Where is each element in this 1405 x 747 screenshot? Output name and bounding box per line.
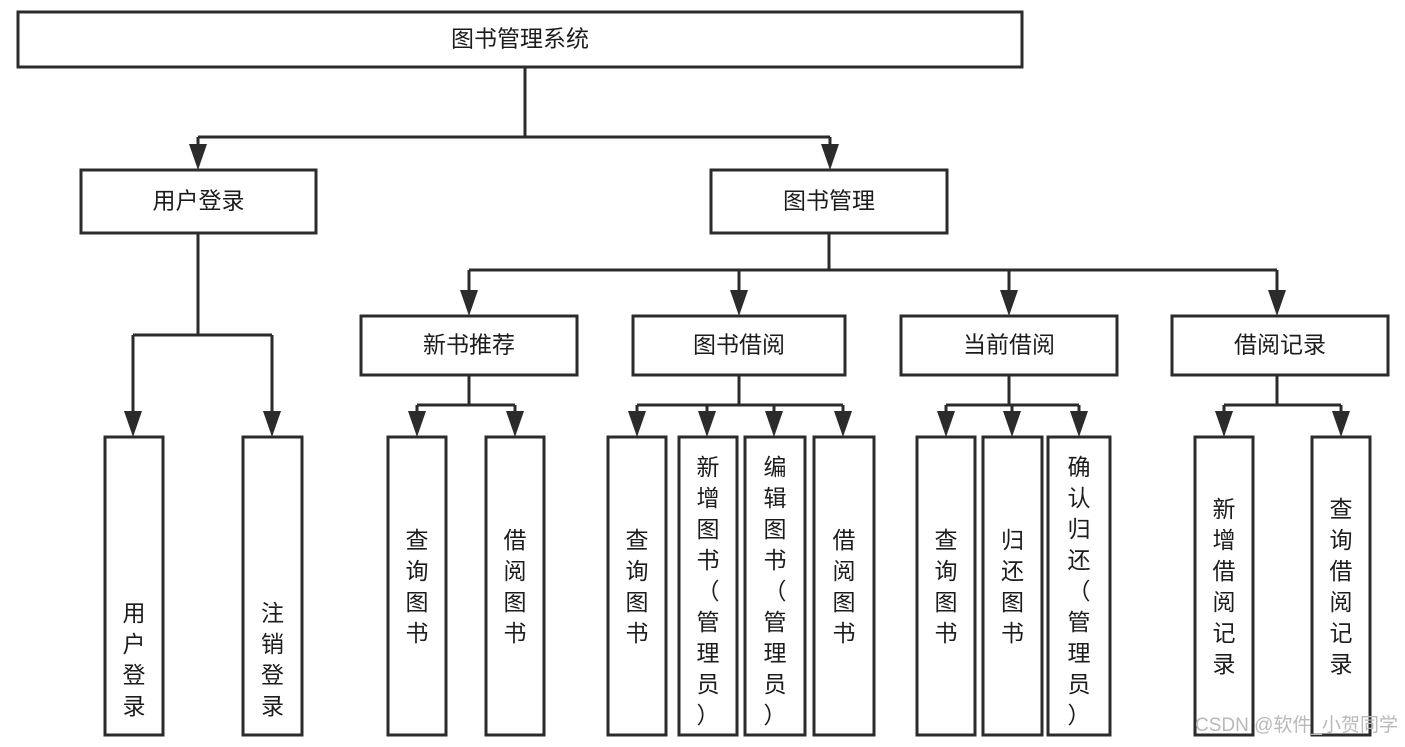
node-box-borrow-record: [1170, 314, 1390, 377]
nodes-layer: 图书管理系统用户登录图书管理新书推荐图书借阅当前借阅借阅记录用户登录注销登录查询…: [16, 10, 1390, 737]
connector-book-manage-bus: [469, 233, 1277, 272]
connector-borrow-record-bus: [1224, 375, 1341, 407]
node-leaf-query-book-2[interactable]: 查询图书: [606, 435, 668, 737]
node-box-new-book-rec: [359, 314, 579, 377]
node-box-user-login: [79, 168, 318, 235]
connectors-layer: [124, 67, 1350, 437]
node-box-leaf-borrow-book-1: [484, 435, 546, 737]
node-leaf-borrow-book-1[interactable]: 借阅图书: [484, 435, 546, 737]
node-label-book-borrow: 图书借阅: [693, 332, 785, 358]
node-box-book-borrow: [631, 314, 847, 377]
node-label-current-borrow: 当前借阅: [963, 332, 1055, 358]
node-label-leaf-logout: 注销登录: [261, 600, 284, 719]
node-label-leaf-borrow-book-1: 借阅图书: [504, 527, 527, 646]
arrow-connector: [730, 270, 748, 316]
arrow-connector: [698, 405, 716, 437]
arrow-connector: [189, 137, 207, 170]
node-user-login[interactable]: 用户登录: [79, 168, 318, 235]
arrow-connector: [834, 405, 852, 437]
node-box-leaf-user-login: [103, 435, 165, 737]
arrow-connector: [1332, 405, 1350, 437]
node-leaf-edit-book[interactable]: 编辑图书（管理员）: [743, 435, 807, 737]
node-leaf-add-record[interactable]: 新增借阅记录: [1193, 435, 1255, 737]
node-label-book-manage: 图书管理: [783, 188, 875, 214]
arrow-connector: [628, 405, 646, 437]
connector-user-login-bus: [133, 233, 272, 337]
node-label-leaf-query-book-2: 查询图书: [626, 527, 649, 646]
node-box-leaf-query-record: [1310, 435, 1372, 737]
node-box-root: [16, 10, 1024, 69]
node-label-borrow-record: 借阅记录: [1234, 332, 1326, 358]
arrow-connector: [460, 270, 478, 316]
arrow-connector: [506, 405, 524, 437]
node-current-borrow[interactable]: 当前借阅: [899, 314, 1119, 377]
connector-root-bus: [198, 67, 830, 139]
node-borrow-record[interactable]: 借阅记录: [1170, 314, 1390, 377]
node-label-new-book-rec: 新书推荐: [423, 332, 515, 358]
node-book-borrow[interactable]: 图书借阅: [631, 314, 847, 377]
arrow-connector: [408, 405, 426, 437]
node-leaf-user-login[interactable]: 用户登录: [103, 435, 165, 737]
arrow-connector: [937, 405, 955, 437]
node-label-leaf-add-record: 新增借阅记录: [1213, 496, 1236, 677]
node-root[interactable]: 图书管理系统: [16, 10, 1024, 69]
arrow-connector: [263, 335, 281, 437]
connector-new-book-rec-bus: [417, 375, 515, 407]
node-box-leaf-query-book-3: [915, 435, 977, 737]
node-box-leaf-query-book-1: [386, 435, 448, 737]
node-label-leaf-edit-book: 编辑图书（管理员）: [764, 454, 787, 728]
node-label-leaf-return-book: 归还图书: [1001, 527, 1024, 646]
node-leaf-return-book[interactable]: 归还图书: [981, 435, 1044, 737]
node-box-leaf-add-record: [1193, 435, 1255, 737]
arrow-connector: [1215, 405, 1233, 437]
arrow-connector: [1070, 405, 1088, 437]
connector-book-borrow-bus: [637, 375, 843, 407]
arrow-connector: [124, 335, 142, 437]
node-label-leaf-add-book: 新增图书（管理员）: [697, 454, 720, 728]
node-label-user-login: 用户登录: [153, 188, 245, 214]
arrow-connector: [1268, 270, 1286, 316]
node-box-current-borrow: [899, 314, 1119, 377]
node-box-leaf-logout: [241, 435, 304, 737]
arrow-connector: [821, 137, 839, 170]
node-label-leaf-query-record: 查询借阅记录: [1330, 496, 1353, 677]
node-box-leaf-borrow-book-2: [812, 435, 876, 737]
arrow-connector: [1003, 405, 1021, 437]
csdn-watermark: CSDN @软件_小贺同学: [1195, 714, 1398, 736]
node-new-book-rec[interactable]: 新书推荐: [359, 314, 579, 377]
node-label-root: 图书管理系统: [451, 26, 589, 52]
node-leaf-logout[interactable]: 注销登录: [241, 435, 304, 737]
node-box-leaf-return-book: [981, 435, 1044, 737]
node-box-book-manage: [709, 168, 949, 235]
node-leaf-borrow-book-2[interactable]: 借阅图书: [812, 435, 876, 737]
node-leaf-add-book[interactable]: 新增图书（管理员）: [677, 435, 739, 737]
node-leaf-query-record[interactable]: 查询借阅记录: [1310, 435, 1372, 737]
node-leaf-query-book-1[interactable]: 查询图书: [386, 435, 448, 737]
node-box-leaf-add-book: [677, 435, 739, 737]
node-leaf-query-book-3[interactable]: 查询图书: [915, 435, 977, 737]
connector-current-borrow-bus: [946, 375, 1079, 407]
node-box-leaf-edit-book: [743, 435, 807, 737]
node-box-leaf-query-book-2: [606, 435, 668, 737]
arrow-connector: [1000, 270, 1018, 316]
node-label-leaf-confirm-return: 确认归还（管理员）: [1068, 454, 1091, 728]
node-label-leaf-borrow-book-2: 借阅图书: [833, 527, 856, 646]
node-label-leaf-user-login: 用户登录: [123, 600, 146, 719]
arrow-connector: [765, 405, 783, 437]
node-box-leaf-confirm-return: [1046, 435, 1112, 737]
node-label-leaf-query-book-1: 查询图书: [406, 527, 429, 646]
node-book-manage[interactable]: 图书管理: [709, 168, 949, 235]
node-leaf-confirm-return[interactable]: 确认归还（管理员）: [1046, 435, 1112, 737]
node-label-leaf-query-book-3: 查询图书: [935, 527, 958, 646]
